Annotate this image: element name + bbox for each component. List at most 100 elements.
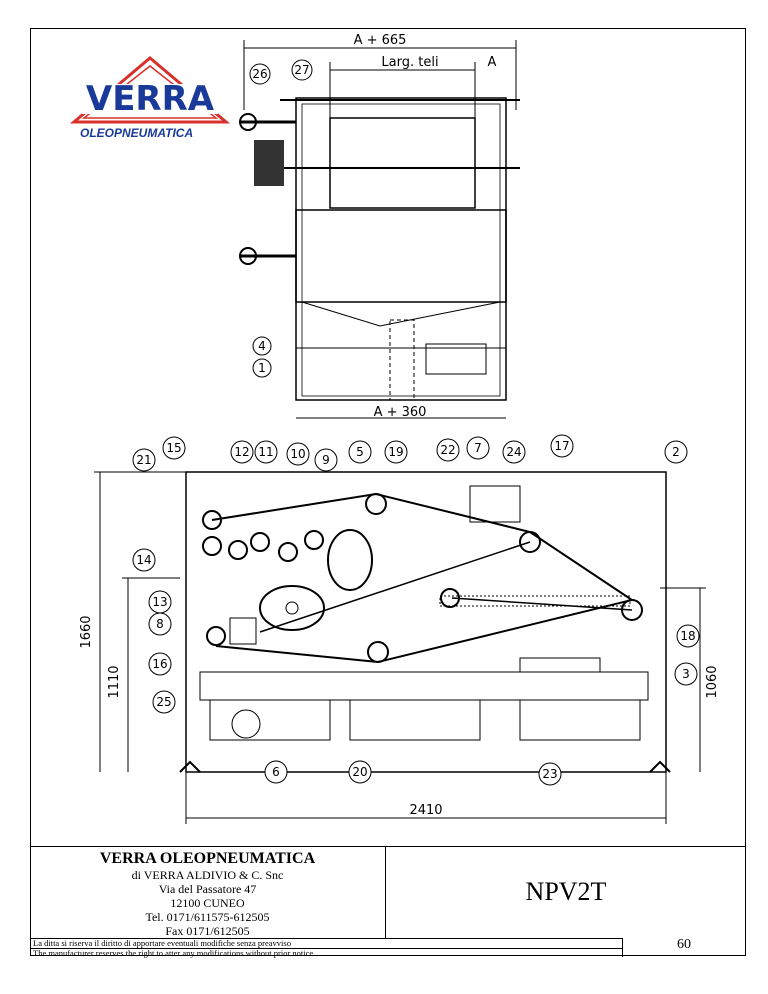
callout-10: 10 [286, 442, 310, 466]
dim-top-width: Larg. teli [381, 55, 438, 70]
handwheel-icon [239, 247, 257, 265]
callout-9: 9 [314, 448, 338, 472]
svg-text:20: 20 [352, 765, 367, 779]
callout-24: 24 [502, 440, 526, 464]
dim-total-length: 2410 [409, 803, 442, 818]
company-name: VERRA OLEOPNEUMATICA [99, 850, 316, 867]
disclaimer-notes: La ditta si riserva il diritto di apport… [30, 938, 623, 958]
company-line-2: Via del Passatore 47 [158, 882, 257, 896]
callout-12: 12 [230, 440, 254, 464]
company-info: VERRA OLEOPNEUMATICA di VERRA ALDIVIO & … [30, 846, 386, 938]
svg-text:3: 3 [682, 667, 690, 681]
callout-18: 18 [676, 624, 700, 648]
pump [231, 709, 261, 739]
model-name: NPV2T [525, 877, 607, 906]
roller [202, 536, 222, 556]
callout-13: 13 [148, 590, 172, 614]
hopper-funnel [301, 301, 501, 327]
side-frame [185, 471, 667, 773]
svg-text:17: 17 [554, 439, 569, 453]
callout-2: 2 [664, 440, 688, 464]
outlet-chute [389, 319, 415, 401]
collection-tray [199, 671, 649, 701]
svg-text:18: 18 [680, 629, 695, 643]
roller [304, 530, 324, 550]
callout-21: 21 [132, 448, 156, 472]
belt-lower [451, 597, 633, 611]
logo-brand-text: VERRA [86, 79, 215, 119]
belt-main [211, 492, 635, 664]
callout-26: 26 [249, 63, 271, 85]
foot-right [649, 760, 671, 773]
rollers [202, 493, 643, 663]
callout-8: 8 [148, 612, 172, 636]
svg-text:25: 25 [156, 695, 171, 709]
svg-text:2: 2 [672, 445, 680, 459]
title-block-top-line [30, 846, 746, 847]
callout-16: 16 [148, 652, 172, 676]
svg-text:10: 10 [290, 447, 305, 461]
callout-11: 11 [254, 440, 278, 464]
company-line-4: Tel. 0171/611575-612505 [145, 910, 270, 924]
roller [365, 493, 387, 515]
verra-logo: VERRA [70, 56, 230, 124]
svg-text:4: 4 [258, 339, 266, 353]
roller [206, 626, 226, 646]
top-frame-inner [301, 103, 501, 397]
roller [278, 542, 298, 562]
svg-text:16: 16 [152, 657, 167, 671]
company-line-5: Fax 0171/612505 [165, 924, 250, 938]
tensioner [469, 485, 521, 523]
callout-25: 25 [152, 690, 176, 714]
callout-5: 5 [348, 440, 372, 464]
svg-text:24: 24 [506, 445, 521, 459]
svg-text:9: 9 [322, 453, 330, 467]
callout-20: 20 [348, 760, 372, 784]
svg-text:22: 22 [440, 443, 455, 457]
svg-text:26: 26 [252, 67, 267, 81]
roller [250, 532, 270, 552]
svg-text:5: 5 [356, 445, 364, 459]
svg-text:7: 7 [474, 441, 482, 455]
svg-text:19: 19 [388, 445, 403, 459]
svg-text:14: 14 [136, 553, 151, 567]
svg-text:21: 21 [136, 453, 151, 467]
callout-15: 15 [162, 436, 186, 460]
page-number: 60 [677, 937, 691, 952]
hopper-box [295, 209, 507, 303]
drum-secondary [327, 529, 373, 591]
pneumatic-cylinder [519, 657, 601, 673]
dim-bottom-total: A + 360 [374, 405, 427, 420]
drum-main-hub [285, 601, 299, 615]
gearbox [229, 617, 257, 645]
svg-text:1: 1 [258, 361, 266, 375]
svg-text:13: 13 [152, 595, 167, 609]
logo-subtitle: OLEOPNEUMATICA [80, 126, 194, 140]
callout-27: 27 [291, 59, 313, 81]
disclaimer-english: The manufacturer reserves the right to a… [33, 948, 314, 958]
callout-1: 1 [252, 358, 272, 378]
top-view-drawing: A + 665 Larg. teli A A + 360 26 [239, 33, 520, 420]
company-line-3: 12100 CUNEO [170, 896, 245, 910]
logo-band [82, 84, 218, 114]
svg-text:12: 12 [234, 445, 249, 459]
svg-text:15: 15 [166, 441, 181, 455]
drawing-frame [30, 28, 746, 956]
tank-right [519, 699, 641, 741]
callout-17: 17 [550, 434, 574, 458]
callout-19: 19 [384, 440, 408, 464]
disclaimer-italian: La ditta si riserva il diritto di apport… [30, 939, 622, 949]
svg-text:27: 27 [294, 63, 309, 77]
svg-text:6: 6 [272, 765, 280, 779]
callout-22: 22 [436, 438, 460, 462]
svg-text:11: 11 [258, 445, 273, 459]
title-block: VERRA OLEOPNEUMATICA di VERRA ALDIVIO & … [30, 846, 746, 958]
dim-right-height: 1060 [705, 665, 720, 698]
foot-left [179, 760, 201, 773]
pressing-plate [439, 595, 631, 607]
callout-14: 14 [132, 548, 156, 572]
drum-main [259, 585, 325, 631]
svg-text:8: 8 [156, 617, 164, 631]
drum [329, 117, 476, 209]
